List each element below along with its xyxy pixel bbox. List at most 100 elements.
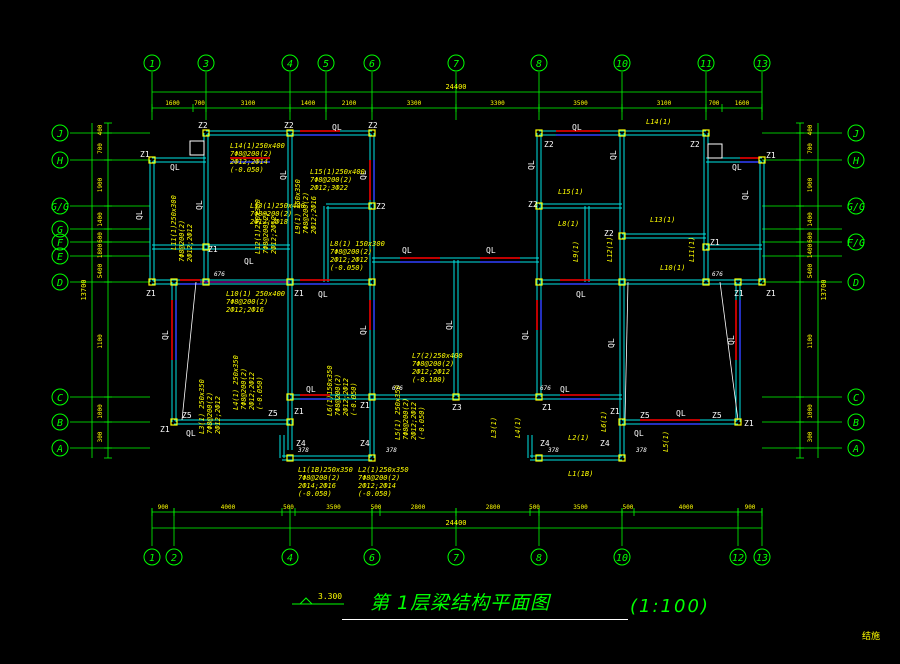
column-tag: Z2	[198, 121, 208, 130]
axis-bubble-label: 13	[756, 553, 768, 564]
axis-bubble-label: 7	[453, 553, 459, 564]
axis-bubble-left	[51, 151, 69, 169]
axis-bubble-right	[847, 273, 865, 291]
column	[368, 454, 376, 462]
dim-text: 500	[283, 504, 294, 511]
axis-bubble-label: F/G	[847, 238, 865, 249]
beam-tag: QL	[521, 330, 530, 340]
label-text: 2Ф12;2Ф12	[330, 256, 368, 264]
beam-tag: QL	[607, 338, 616, 348]
column	[368, 202, 376, 210]
axis-bubble-left	[51, 413, 69, 431]
dim-text: 1600	[165, 100, 180, 107]
column	[368, 393, 376, 401]
label-text: L13(1)	[650, 216, 675, 224]
column	[170, 278, 178, 286]
column-tag: Z1	[766, 289, 776, 298]
label-text: 2Ф12;2Ф14	[358, 482, 396, 490]
axis-bubble-right	[847, 124, 865, 142]
label-text: L9(1) 150x350	[294, 179, 302, 234]
axis-bubble-right	[847, 388, 865, 406]
axis-bubble-label: C	[57, 393, 63, 404]
beam-tag: QL	[727, 335, 736, 345]
axis-bubble-left	[51, 388, 69, 406]
label-text: 2Ф12;2Ф12	[186, 224, 194, 262]
label-text: 7Φ8@200(2)	[302, 192, 310, 234]
label-text: 2Ф12;2Ф12	[412, 368, 450, 376]
label-text: 676	[540, 385, 551, 392]
beam-tag: QL	[186, 429, 196, 438]
beam-tag: QL	[244, 257, 254, 266]
column	[734, 418, 742, 426]
column	[368, 278, 376, 286]
dim-text: 2100	[342, 100, 357, 107]
label-text: L15(1)250x400	[310, 168, 365, 176]
columns	[148, 129, 766, 462]
axis-bubble-bottom	[613, 548, 631, 566]
dim-text: 700	[709, 100, 720, 107]
axis-bubble-label: 8	[536, 553, 542, 564]
dim-text: 1100	[807, 334, 814, 349]
label-text: L14(1)250x400	[230, 142, 285, 150]
axis-bubble-top	[363, 54, 381, 72]
dim-text: 700	[807, 143, 814, 154]
column	[535, 278, 543, 286]
axis-bubble-label: C	[853, 393, 859, 404]
dim-text: 1400	[807, 243, 814, 258]
column	[286, 278, 294, 286]
beam-tag: QL	[732, 163, 742, 172]
dim-text: 3500	[326, 504, 341, 511]
dim-text: 13700	[820, 279, 828, 300]
column	[758, 156, 766, 164]
beam-tag: QL	[161, 330, 170, 340]
label-text: L9(1)	[572, 241, 580, 262]
beam-tag: QL	[609, 150, 618, 160]
axis-bubble-label: 5	[323, 59, 329, 70]
beam-tag: QL	[527, 160, 536, 170]
dim-text: 4000	[221, 504, 236, 511]
column-tag: Z2	[690, 140, 700, 149]
axis-bubble-label: 8	[536, 59, 542, 70]
column	[535, 393, 543, 401]
label-text: L7(2)250x400	[412, 352, 463, 360]
label-text: L14(1)	[646, 118, 671, 126]
label-text: 2Ф12;2Ф12	[270, 216, 278, 254]
beam-tag: QL	[741, 190, 750, 200]
label-text: 2Ф12;2Ф12	[248, 372, 256, 410]
beam-tag: QL	[576, 290, 586, 299]
axis-grid-lines	[70, 72, 842, 546]
shaft-box	[707, 143, 723, 159]
label-text: L4(1)	[514, 417, 522, 438]
label-text: L2(1)250x350	[358, 466, 409, 474]
axis-bubble-left	[51, 233, 69, 251]
dim-text: 3100	[241, 100, 256, 107]
label-text: 2Ф14;2Ф16	[298, 482, 336, 490]
dim-text: 24400	[445, 83, 466, 91]
column	[702, 278, 710, 286]
label-text: 7Φ8@200(2)	[330, 248, 372, 256]
dim-text: 500	[529, 504, 540, 511]
axis-bubble-bottom	[447, 548, 465, 566]
axis-bubble-bottom	[729, 548, 747, 566]
axis-bubble-label: B	[57, 418, 63, 429]
beam-tag: QL	[402, 246, 412, 255]
dim-text: 3500	[573, 504, 588, 511]
title-underline	[342, 619, 628, 620]
dim-text: 600	[97, 232, 104, 243]
axis-bubble-label: 6	[369, 553, 375, 564]
column-tag: Z4	[296, 439, 306, 448]
label-text: L3(1) 250x350	[198, 379, 206, 434]
axis-bubble-top	[447, 54, 465, 72]
column-tag: Z5	[182, 411, 192, 420]
label-text: 378	[635, 447, 647, 454]
column	[286, 129, 294, 137]
axis-bubble-top	[281, 54, 299, 72]
axis-bubble-bottom	[753, 548, 771, 566]
column-tag: Z1	[744, 419, 754, 428]
label-text: L4(1) 250x350	[232, 355, 240, 410]
beam-tag: QL	[359, 170, 368, 180]
label-text: 7Φ8@200(2)	[402, 398, 410, 440]
axis-bubble-right	[847, 413, 865, 431]
drawing-title: 第 1层梁结构平面图	[370, 592, 551, 614]
